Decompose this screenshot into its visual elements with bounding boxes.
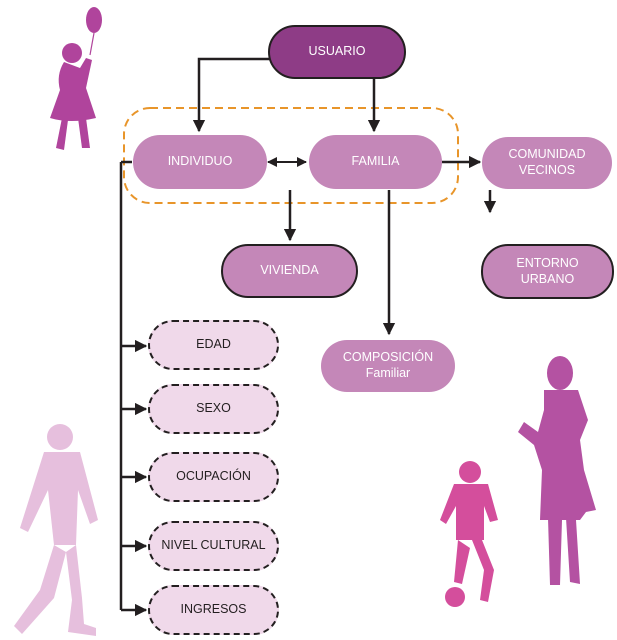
attribute-sexo-label: SEXO <box>196 401 231 416</box>
node-familia: FAMILIA <box>309 135 442 189</box>
attribute-nivel-cultural: NIVEL CULTURAL <box>148 521 279 571</box>
node-entorno-line2: URBANO <box>520 271 575 286</box>
attribute-ingresos: INGRESOS <box>148 585 279 635</box>
node-vivienda: VIVIENDA <box>221 244 358 298</box>
attribute-nivel-cultural-label: NIVEL CULTURAL <box>161 538 266 553</box>
node-individuo: INDIVIDUO <box>133 135 267 189</box>
woman-silhouette <box>518 356 596 585</box>
node-familia-label: FAMILIA <box>351 154 400 169</box>
node-comunidad-line2: VECINOS <box>518 163 576 177</box>
node-entorno-urbano: ENTORNO URBANO <box>481 244 614 299</box>
node-individuo-label: INDIVIDUO <box>167 154 233 169</box>
attribute-edad-label: EDAD <box>196 337 231 352</box>
attribute-ocupacion-label: OCUPACIÓN <box>176 469 251 484</box>
node-composicion-line2: Familiar <box>365 366 411 380</box>
attribute-sexo: SEXO <box>148 384 279 434</box>
node-entorno-line1: ENTORNO <box>516 255 579 270</box>
node-vivienda-label: VIVIENDA <box>260 263 319 278</box>
node-usuario: USUARIO <box>268 25 406 79</box>
walking-man-silhouette <box>14 424 98 636</box>
attribute-edad: EDAD <box>148 320 279 370</box>
girl-with-balloon-silhouette <box>50 7 102 150</box>
attribute-ocupacion: OCUPACIÓN <box>148 452 279 502</box>
node-composicion-line1: COMPOSICIÓN <box>342 350 434 365</box>
node-comunidad-line1: COMUNIDAD <box>508 147 586 162</box>
node-comunidad-vecinos: COMUNIDAD VECINOS <box>482 137 612 189</box>
boy-with-ball-silhouette <box>440 461 498 607</box>
attribute-ingresos-label: INGRESOS <box>180 602 247 617</box>
node-composicion-familiar: COMPOSICIÓN Familiar <box>321 340 455 392</box>
node-usuario-label: USUARIO <box>308 44 366 59</box>
